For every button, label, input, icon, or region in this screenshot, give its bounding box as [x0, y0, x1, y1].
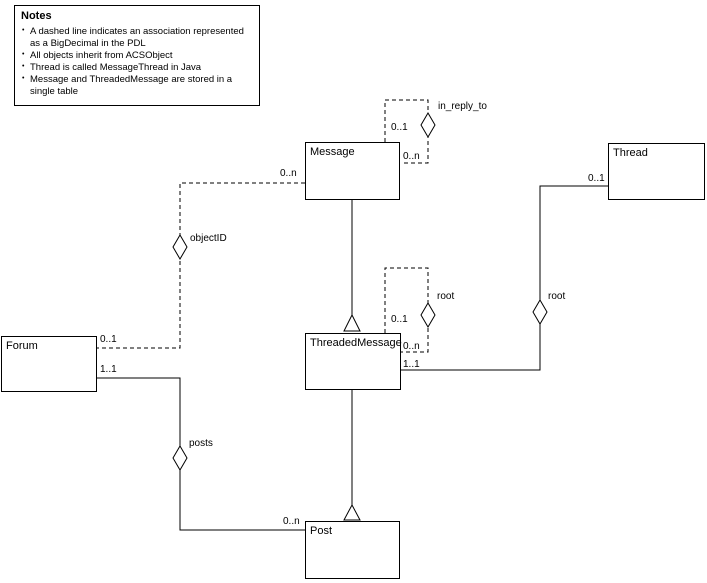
note-item-text: Message and ThreadedMessage are stored i…: [30, 74, 233, 97]
entity-label: Thread: [613, 147, 648, 159]
multiplicity-label: 0..1: [100, 334, 117, 345]
multiplicity-label: 0..n: [403, 151, 420, 162]
multiplicity-label: 0..1: [588, 173, 605, 184]
note-item-text: All objects inherit from ACSObject: [30, 50, 173, 61]
bullet-icon: •: [22, 75, 25, 82]
multiplicity-label: 0..1: [391, 314, 408, 325]
generalization-triangle: [343, 313, 361, 332]
generalization-message-threadedmessage: [343, 200, 361, 332]
aggregation-diamond: [420, 302, 436, 328]
multiplicity-label: 0..n: [283, 516, 300, 527]
association-root-self: [384, 267, 436, 353]
association-root-thread: [401, 185, 608, 371]
bullet-icon: •: [22, 27, 25, 34]
generalization-triangle: [343, 503, 361, 521]
multiplicity-label: 0..n: [280, 168, 297, 179]
entity-label: Message: [310, 146, 355, 158]
entity-label: Forum: [6, 340, 38, 352]
aggregation-diamond: [420, 112, 436, 138]
entity-label: ThreadedMessage: [310, 337, 402, 349]
note-item: • Thread is called MessageThread in Java: [21, 62, 253, 74]
entity-message: Message: [305, 142, 400, 200]
entity-forum: Forum: [1, 336, 97, 392]
role-label-posts: posts: [189, 438, 213, 449]
aggregation-diamond: [532, 299, 548, 325]
association-posts: [97, 377, 305, 531]
entity-post: Post: [305, 521, 400, 579]
note-item-text: Thread is called MessageThread in Java: [30, 62, 202, 73]
note-item: • Message and ThreadedMessage are stored…: [21, 74, 253, 98]
multiplicity-label: 0..n: [403, 341, 420, 352]
role-label-root-self: root: [437, 291, 455, 302]
association-in-reply-to: [384, 99, 436, 164]
note-item: • A dashed line indicates an association…: [21, 26, 253, 50]
note-item-text: A dashed line indicates an association r…: [30, 26, 244, 49]
entity-thread: Thread: [608, 143, 705, 200]
bullet-icon: •: [22, 51, 25, 58]
role-label-root: root: [548, 291, 566, 302]
aggregation-diamond: [172, 445, 188, 471]
aggregation-diamond: [172, 234, 188, 260]
multiplicity-label: 0..1: [391, 122, 408, 133]
note-item: • All objects inherit from ACSObject: [21, 50, 253, 62]
multiplicity-label: 1..1: [403, 359, 420, 370]
notes-title: Notes: [21, 10, 52, 22]
role-label-objectid: objectID: [190, 233, 227, 244]
entity-label: Post: [310, 525, 333, 537]
notes-list: • A dashed line indicates an association…: [21, 26, 253, 98]
entity-threaded-message: ThreadedMessage: [305, 333, 402, 390]
association-objectid: [97, 182, 305, 349]
bullet-icon: •: [22, 63, 25, 70]
notes-box: Notes • A dashed line indicates an assoc…: [14, 5, 260, 106]
generalization-threadedmessage-post: [343, 390, 361, 521]
role-label-in-reply-to: in_reply_to: [438, 101, 487, 112]
multiplicity-label: 1..1: [100, 364, 117, 375]
